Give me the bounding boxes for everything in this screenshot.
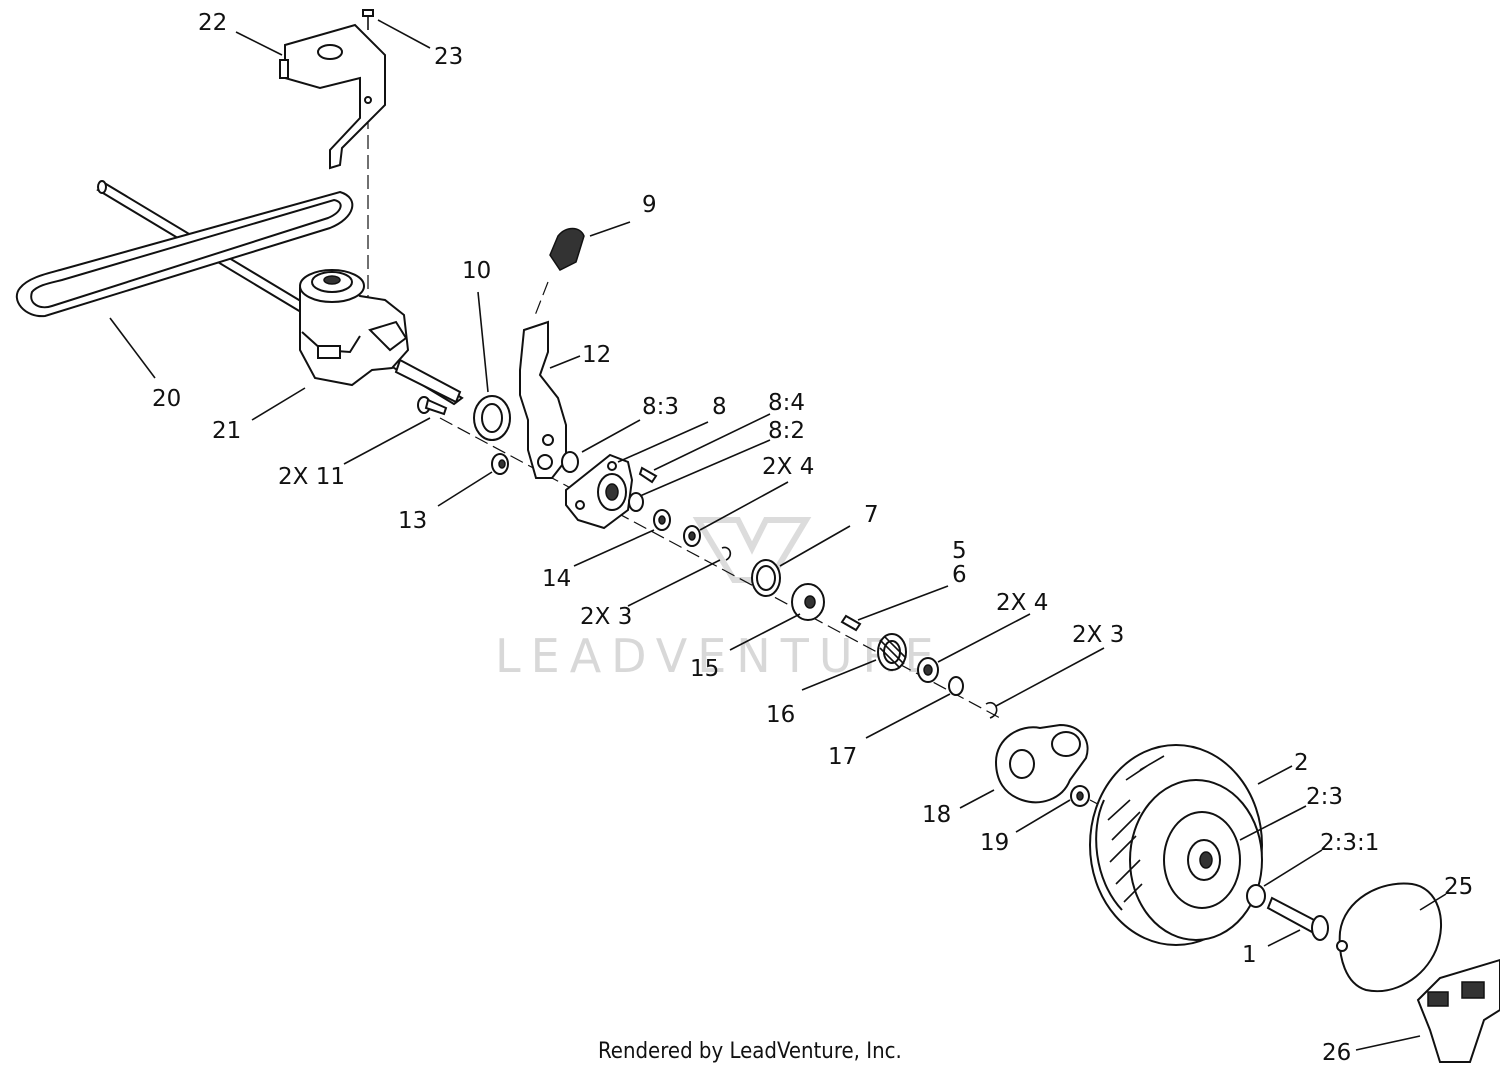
callout-7: 7 xyxy=(864,502,879,528)
gear-cover xyxy=(994,723,1089,804)
axis-line-grip xyxy=(533,281,549,319)
height-adjust-plate xyxy=(519,320,567,479)
callout-22: 22 xyxy=(198,10,227,36)
callout-12: 12 xyxy=(582,342,611,368)
grip-pad xyxy=(549,227,585,271)
watermark-logo-icon xyxy=(692,517,812,583)
bushing xyxy=(628,492,644,512)
footer-credit: Rendered by LeadVenture, Inc. xyxy=(598,1039,902,1064)
callout-20: 20 xyxy=(152,386,181,412)
bushing xyxy=(1246,884,1266,908)
assembly-axis-lines xyxy=(367,95,1141,827)
callout-1: 1 xyxy=(1242,942,1257,968)
callout-2x3-b: 2X 3 xyxy=(1072,622,1124,648)
wheel-assembly xyxy=(1089,744,1263,946)
callout-8-3: 8:3 xyxy=(642,394,679,420)
screw xyxy=(362,9,374,30)
washer xyxy=(1070,785,1090,807)
set-screw xyxy=(638,466,658,484)
watermark-text: LEADVENTURE xyxy=(495,629,944,683)
callout-9: 9 xyxy=(642,192,657,218)
callout-14: 14 xyxy=(542,566,571,592)
bolt xyxy=(417,396,448,416)
hub-cap xyxy=(1336,882,1443,993)
mounting-bracket xyxy=(279,23,386,170)
leader-lines xyxy=(109,19,1447,1051)
callout-8-4: 8:4 xyxy=(768,390,805,416)
callout-25: 25 xyxy=(1444,874,1473,900)
callout-26: 26 xyxy=(1322,1040,1351,1066)
wheel-emblem xyxy=(1416,958,1500,1063)
ring xyxy=(751,559,781,597)
retaining-clip xyxy=(721,546,732,561)
bushing xyxy=(561,451,579,473)
callout-18: 18 xyxy=(922,802,951,828)
pivot-bracket xyxy=(565,453,634,530)
bushing xyxy=(948,676,964,696)
transmission-gearbox xyxy=(299,269,462,404)
key-pin xyxy=(840,614,862,632)
callout-21: 21 xyxy=(212,418,241,444)
callout-19: 19 xyxy=(980,830,1009,856)
drive-belt xyxy=(15,190,354,318)
callout-2-3: 2:3 xyxy=(1306,784,1343,810)
watermark: LEADVENTURE xyxy=(495,517,944,683)
drive-hub xyxy=(791,583,825,621)
callout-15: 15 xyxy=(690,656,719,682)
washer xyxy=(653,509,671,531)
callout-2x3-a: 2X 3 xyxy=(580,604,632,630)
callout-17: 17 xyxy=(828,744,857,770)
washer xyxy=(683,525,701,547)
callout-23: 23 xyxy=(434,44,463,70)
callout-2x4-a: 2X 4 xyxy=(762,454,814,480)
callout-5: 5 xyxy=(952,538,967,564)
spacer-washer xyxy=(473,395,511,441)
callout-13: 13 xyxy=(398,508,427,534)
callout-8: 8 xyxy=(712,394,727,420)
axle-bolt xyxy=(1266,896,1329,941)
callout-2: 2 xyxy=(1294,750,1309,776)
pinion-gear xyxy=(877,633,907,671)
callout-2x11: 2X 11 xyxy=(278,464,345,490)
callout-6: 6 xyxy=(952,562,967,588)
retaining-clip xyxy=(985,701,998,719)
callout-2-3-1: 2:3:1 xyxy=(1320,830,1379,856)
bushing xyxy=(491,453,509,475)
callout-10: 10 xyxy=(462,258,491,284)
callout-labels: 22 23 20 21 10 9 12 2X 11 13 8:3 8 8:4 8… xyxy=(152,10,1473,1066)
callout-16: 16 xyxy=(766,702,795,728)
callout-2x4-b: 2X 4 xyxy=(996,590,1048,616)
callout-8-2: 8:2 xyxy=(768,418,805,444)
washer xyxy=(917,657,939,683)
